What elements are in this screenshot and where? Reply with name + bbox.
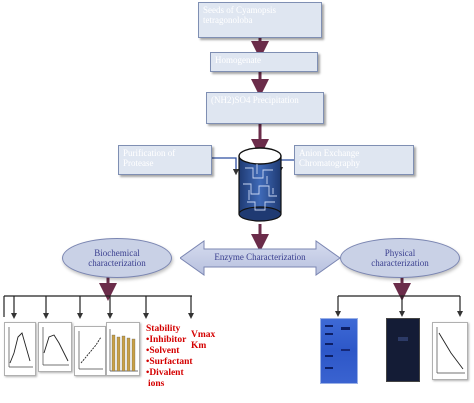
- double-arrow-icon: [180, 240, 340, 276]
- anion-label: Anion Exchange Chromatography: [299, 148, 360, 168]
- biochemical-label: Biochemical characterization: [88, 248, 146, 268]
- seeds-box: Seeds of Cyamopsis tetragonoloba: [198, 2, 322, 38]
- anion-box: Anion Exchange Chromatography: [294, 145, 414, 175]
- sds-page-gel-image: [320, 318, 358, 384]
- purification-box: Purification of Protease: [118, 145, 212, 175]
- stability-item-divalent: •Divalent: [146, 368, 184, 378]
- stability-item-ions: ions: [148, 379, 165, 389]
- chromatography-column-icon: [238, 147, 282, 222]
- biochemical-ellipse: Biochemical characterization: [62, 238, 172, 278]
- stability-item-solvent: •Solvent: [146, 346, 180, 356]
- activity-plot-thumb-1: [4, 322, 36, 376]
- kinetics-vmax: Vmax: [191, 330, 216, 340]
- activity-plot-thumb-2: [38, 322, 72, 372]
- physical-ellipse: Physical characterization: [340, 238, 460, 278]
- bar-plot-thumb: [106, 322, 140, 376]
- enzyme-label: Enzyme Characterization: [214, 252, 306, 262]
- stability-title: Stability: [146, 324, 181, 334]
- zymogram-gel-image: [386, 318, 420, 382]
- kinetics-km: Km: [191, 341, 207, 351]
- purification-label: Purification of Protease: [123, 148, 176, 168]
- seeds-label: Seeds of Cyamopsis tetragonoloba: [203, 5, 276, 25]
- physical-label: Physical characterization: [371, 248, 429, 268]
- stability-item-surfactant: •Surfactant: [146, 357, 193, 367]
- precipitation-label: (NH2)SO4 Precipitation: [211, 95, 299, 105]
- activity-curve-thumb: [432, 322, 468, 380]
- activity-plot-thumb-3: [74, 326, 106, 376]
- stability-item-inhibitor: •Inhibitor: [146, 335, 187, 345]
- connector-purification: [212, 157, 240, 176]
- homogenate-label: Homogenate: [215, 55, 261, 65]
- homogenate-box: Homogenate: [210, 52, 318, 72]
- precipitation-box: (NH2)SO4 Precipitation: [206, 92, 324, 124]
- stability-list: Stability •Inhibitor •Solvent •Surfactan…: [146, 324, 193, 390]
- kinetics-list: Vmax Km: [191, 330, 215, 352]
